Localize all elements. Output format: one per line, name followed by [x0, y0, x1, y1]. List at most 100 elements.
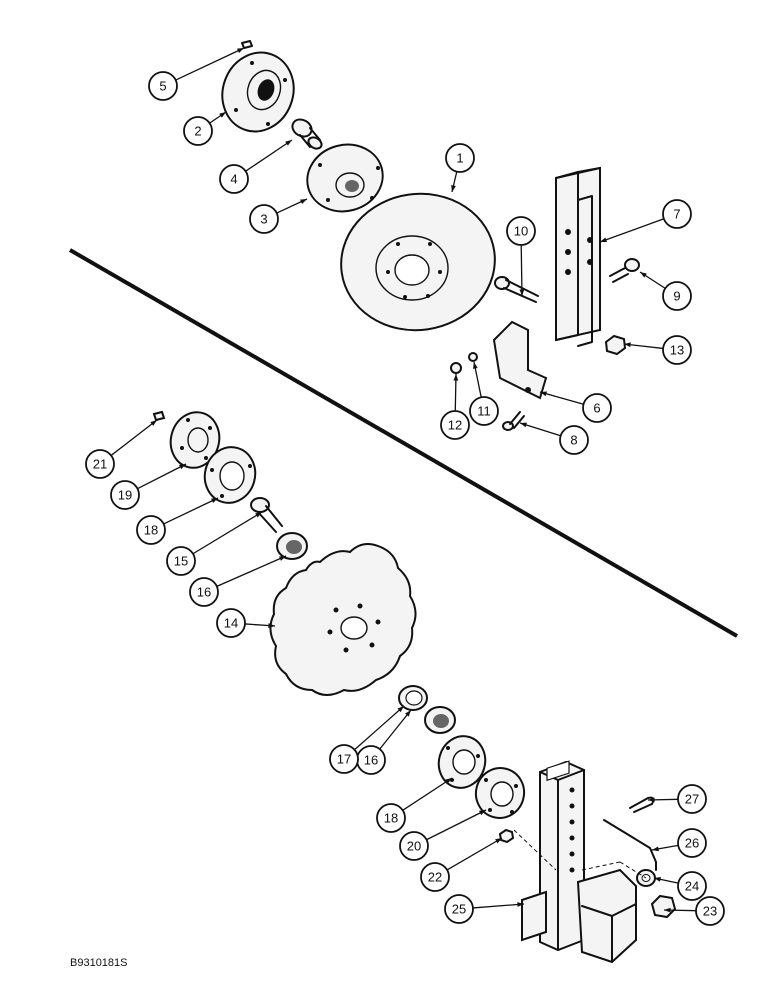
callout-1: 1 [445, 143, 475, 173]
callout-number: 4 [230, 172, 237, 187]
callout-circle [440, 410, 470, 440]
callout-arrowhead [211, 498, 218, 503]
callout-circle [189, 577, 219, 607]
callout-circle [420, 862, 450, 892]
part-9-bolt [609, 258, 640, 283]
part-1-disc [340, 192, 496, 332]
callout-arrowhead [279, 556, 286, 561]
part-3-hub [306, 143, 384, 213]
part-12-nut [450, 362, 462, 374]
callout-leader-line [379, 709, 412, 750]
callout-number: 21 [93, 457, 107, 472]
callout-number: 11 [477, 404, 491, 419]
callout-circle [662, 335, 692, 365]
callout-arrowhead [445, 778, 452, 784]
callout-circle [445, 143, 475, 173]
callout-circle [183, 116, 213, 146]
callout-16: 16 [356, 745, 386, 775]
callout-4: 4 [219, 164, 249, 194]
callout-arrowhead [268, 623, 275, 628]
callout-circle [110, 480, 140, 510]
callout-number: 12 [448, 418, 462, 433]
callout-15: 15 [166, 546, 196, 576]
section-divider-line [68, 248, 739, 638]
alignment-dashed-lines [513, 829, 647, 879]
callout-22: 22 [420, 862, 450, 892]
callout-20: 20 [399, 831, 429, 861]
callout-number: 13 [670, 343, 684, 358]
callout-arrowhead [640, 272, 647, 278]
callout-arrowhead [453, 374, 459, 381]
part-13-nut [604, 334, 627, 356]
callout-18: 18 [136, 515, 166, 545]
callout-3: 3 [249, 204, 279, 234]
callout-circle [85, 449, 115, 479]
callout-arrowhead [648, 797, 655, 803]
callout-circle [219, 164, 249, 194]
callout-circle [677, 828, 707, 858]
drawing-code: B9310181S [70, 957, 128, 969]
callout-18: 18 [376, 803, 406, 833]
part-14-notched-disc [269, 543, 417, 696]
callout-arrowhead [624, 342, 631, 348]
callout-19: 19 [110, 480, 140, 510]
callout-17: 17 [329, 744, 359, 774]
callout-arrowhead [237, 48, 244, 53]
callout-number: 22 [428, 870, 442, 885]
callout-number: 18 [144, 523, 158, 538]
callout-number: 5 [159, 79, 166, 94]
callout-leader-line [446, 837, 503, 871]
part-26-pin [603, 819, 657, 871]
part-16-bearing-lower [424, 706, 456, 734]
part-15-bolt [250, 497, 283, 533]
callout-23: 23 [695, 896, 725, 926]
callout-11: 11 [469, 396, 499, 426]
callout-number: 3 [260, 212, 267, 227]
callout-arrowhead [519, 289, 525, 296]
callout-leader-line [216, 555, 287, 587]
callout-leader-line [472, 903, 525, 909]
callout-leader-line [137, 463, 187, 490]
part-22-nut [498, 828, 515, 844]
callout-number: 24 [685, 879, 699, 894]
callout-circle [582, 393, 612, 423]
callout-circle [662, 281, 692, 311]
callout-arrowhead [451, 185, 456, 192]
callout-27: 27 [677, 784, 707, 814]
callout-circle [695, 896, 725, 926]
callout-arrowhead [540, 391, 547, 397]
callout-leader-line [520, 244, 523, 297]
callout-26: 26 [677, 828, 707, 858]
callout-arrowhead [664, 907, 671, 913]
callout-arrowhead [517, 902, 524, 907]
part-11-washer [468, 352, 478, 362]
callout-arrowhead [600, 237, 607, 243]
callout-8: 8 [559, 425, 589, 455]
callout-12: 12 [440, 410, 470, 440]
callout-circle [249, 204, 279, 234]
callout-group: 1234567891011121314151616171818192021222… [85, 71, 725, 926]
callout-14: 14 [216, 608, 246, 638]
callout-arrowhead [479, 810, 486, 816]
callout-number: 17 [337, 752, 351, 767]
part-17-spacer [398, 685, 428, 711]
callout-16: 16 [189, 577, 219, 607]
callout-number: 18 [384, 811, 398, 826]
callout-arrowhead [397, 706, 404, 713]
callout-leader-line [245, 139, 293, 172]
callout-circle [506, 216, 536, 246]
callout-number: 1 [456, 151, 463, 166]
callout-arrowhead [472, 362, 478, 369]
callout-arrowhead [654, 877, 661, 882]
part-21-screw [152, 410, 166, 422]
callout-circle [677, 784, 707, 814]
part-2-hub-flange [221, 51, 295, 133]
callout-7: 7 [662, 199, 692, 229]
callout-circle [444, 894, 474, 924]
callout-arrowhead [495, 838, 502, 844]
callout-number: 9 [673, 289, 680, 304]
callout-number: 2 [194, 124, 201, 139]
part-7-channel-bracket [555, 166, 601, 347]
callout-leader-line [426, 809, 487, 841]
